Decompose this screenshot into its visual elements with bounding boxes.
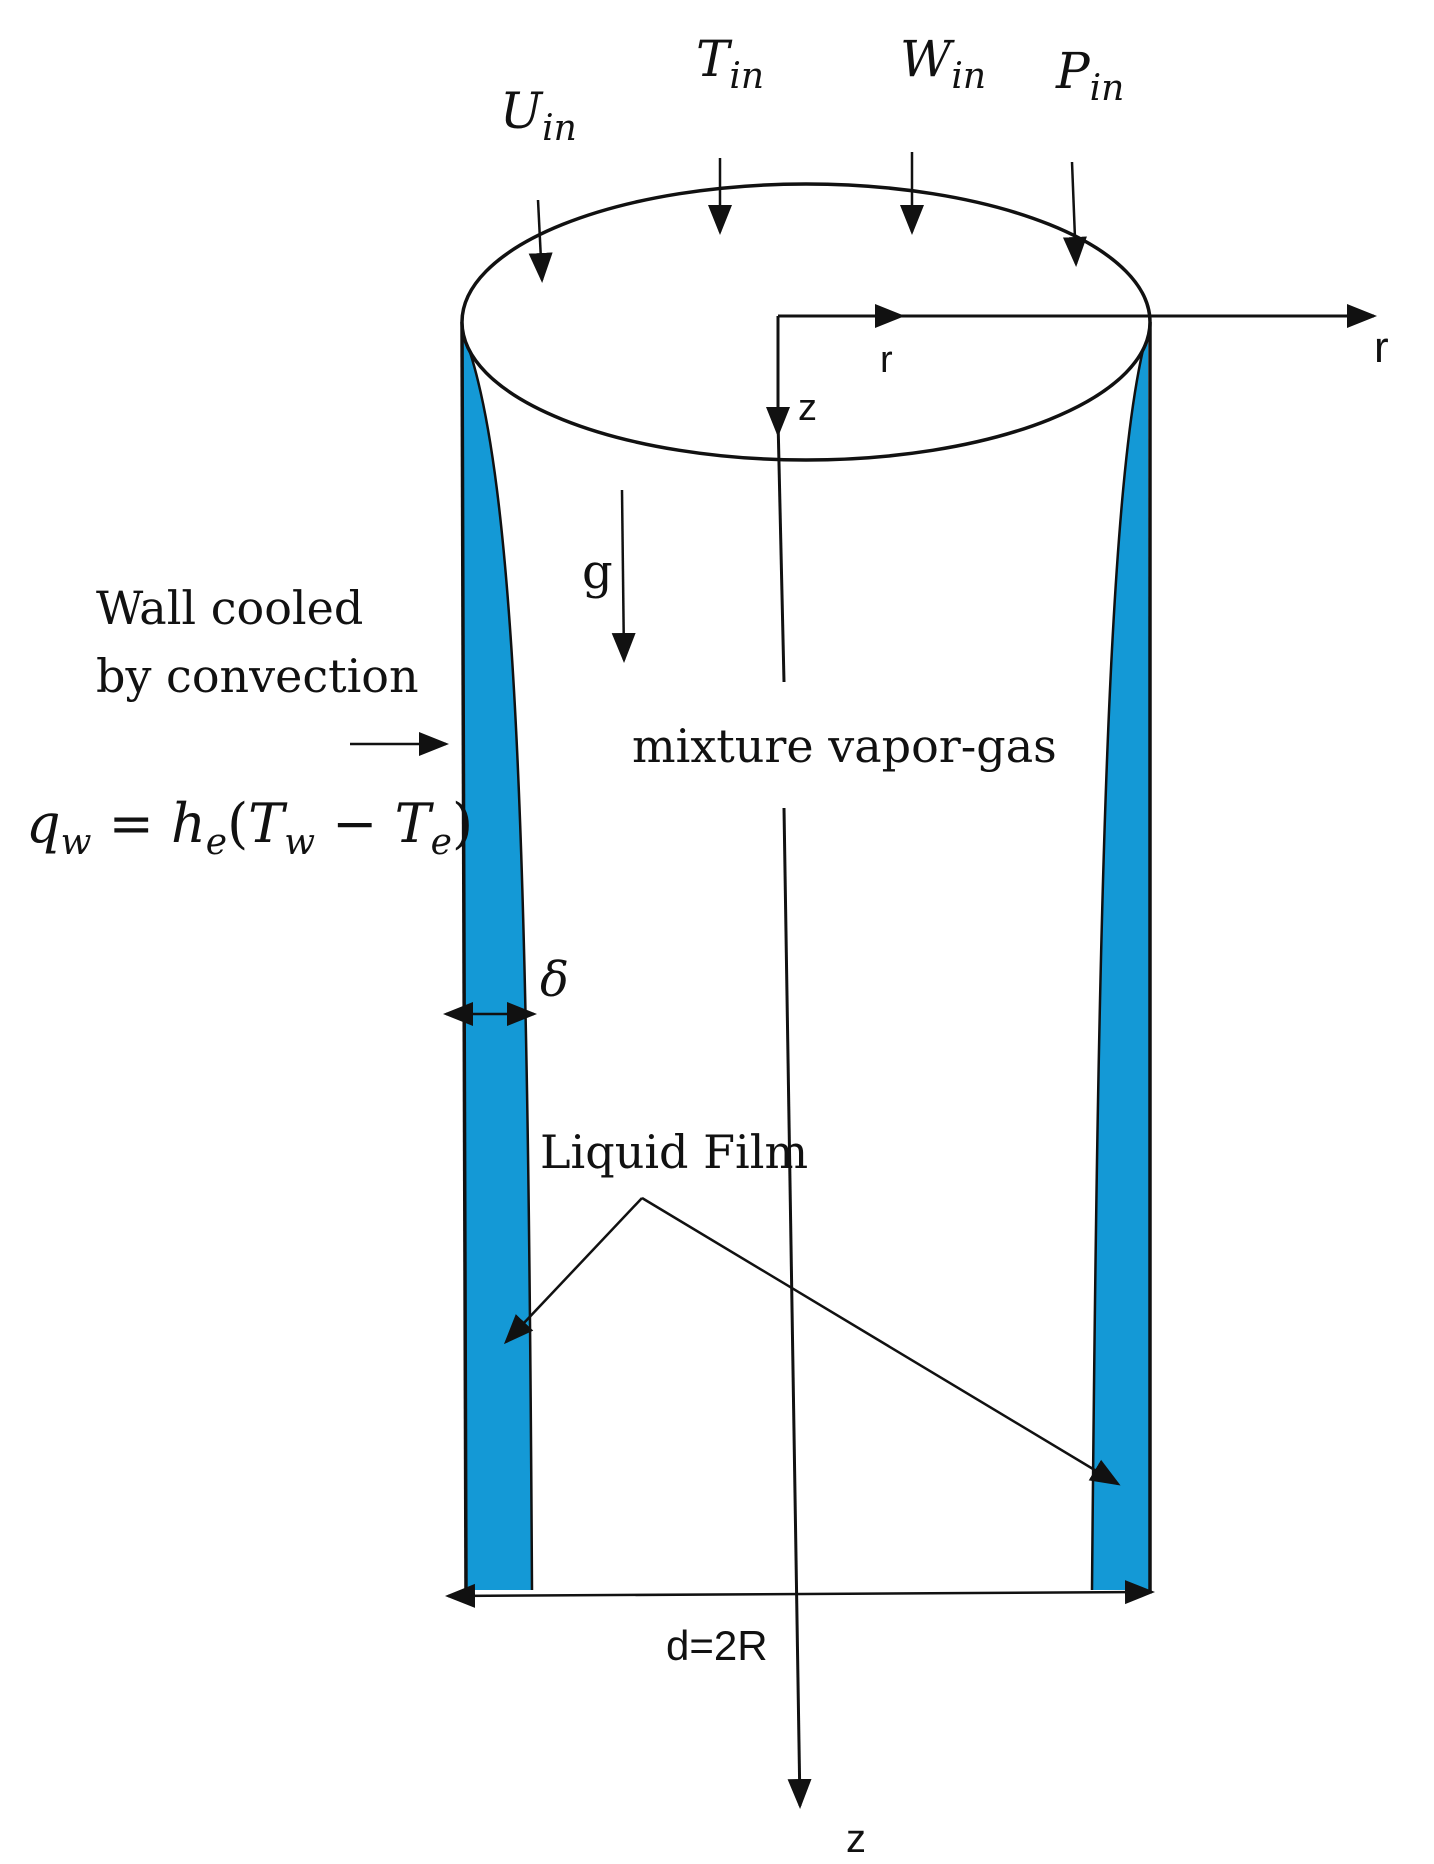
liquid-film-right — [1092, 330, 1150, 1590]
label-u-in: Uin — [500, 82, 577, 149]
wall-text-line1: Wall cooled — [96, 581, 363, 635]
label-r-inner: r — [880, 339, 893, 381]
label-z-top: z — [798, 387, 817, 429]
liquid-film-left — [462, 330, 532, 1590]
label-liquid-film: Liquid Film — [540, 1125, 808, 1179]
gravity-arrow — [611, 489, 636, 663]
z-axis-upper — [776, 419, 786, 683]
label-r-outer: r — [1374, 323, 1389, 372]
inlet-arrow-p — [1062, 161, 1087, 267]
tube-inlet-ellipse — [460, 182, 1152, 462]
z-axis-lower — [782, 807, 812, 1809]
label-gravity: g — [582, 544, 613, 600]
label-p-in: Pin — [1055, 42, 1124, 109]
label-mixture: mixture vapor-gas — [632, 719, 1057, 773]
film-boundary-left — [460, 329, 534, 1591]
diameter-dimension — [445, 1580, 1155, 1608]
pointer-left — [503, 1197, 643, 1345]
heat-flux-equation: qw = he(Tw − Te) — [26, 792, 473, 863]
label-delta: δ — [540, 952, 569, 1008]
label-w-in: Win — [900, 30, 986, 97]
wall-text-line2: by convection — [96, 649, 419, 703]
tube-wall-left — [460, 321, 468, 1593]
film-boundary-right — [1090, 329, 1150, 1591]
label-z-bottom: z — [846, 1817, 866, 1861]
label-diameter: d=2R — [666, 1622, 768, 1669]
inlet-arrow-u — [528, 199, 553, 283]
label-t-in: Tin — [696, 30, 764, 97]
pointer-right — [641, 1196, 1121, 1486]
